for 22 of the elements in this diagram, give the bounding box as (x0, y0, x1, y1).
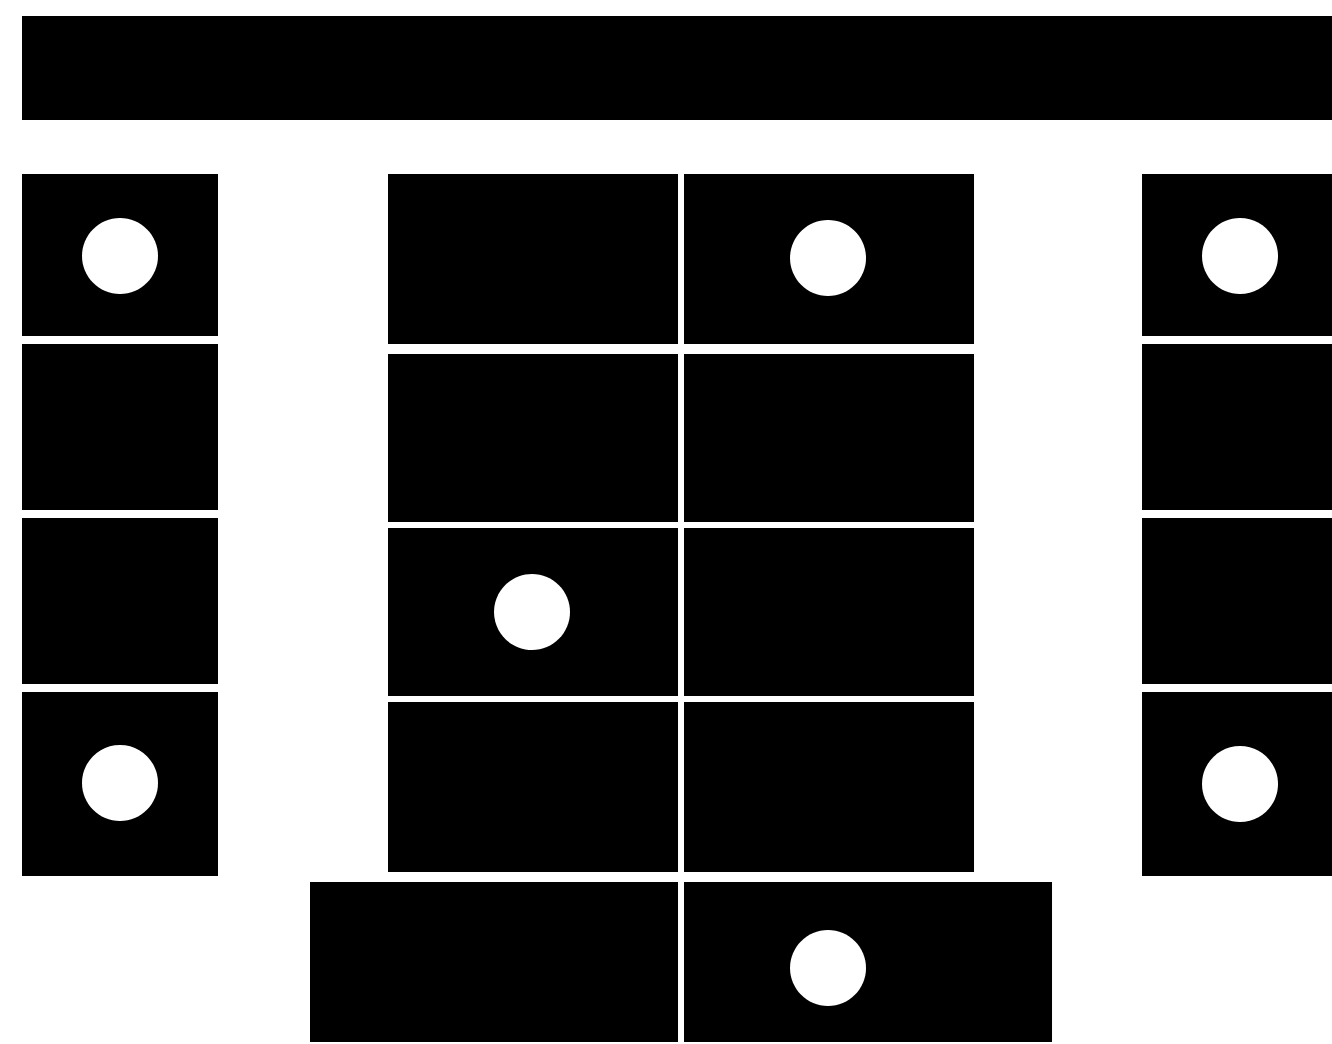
panel (684, 882, 1052, 1042)
panel (22, 16, 1332, 120)
dot (1202, 218, 1278, 294)
panel (388, 174, 678, 344)
panel (388, 354, 678, 522)
dot (494, 574, 570, 650)
panel (1142, 344, 1332, 510)
panel (1142, 518, 1332, 684)
dot (1202, 746, 1278, 822)
panel (684, 528, 974, 696)
panel (22, 344, 218, 510)
dot (82, 218, 158, 294)
panel (684, 702, 974, 872)
dot (82, 745, 158, 821)
panel (22, 518, 218, 684)
dot (790, 220, 866, 296)
panel (388, 702, 678, 872)
dot (790, 930, 866, 1006)
panel (684, 174, 974, 344)
panel (310, 882, 678, 1042)
panel (388, 528, 678, 696)
panel (684, 354, 974, 522)
